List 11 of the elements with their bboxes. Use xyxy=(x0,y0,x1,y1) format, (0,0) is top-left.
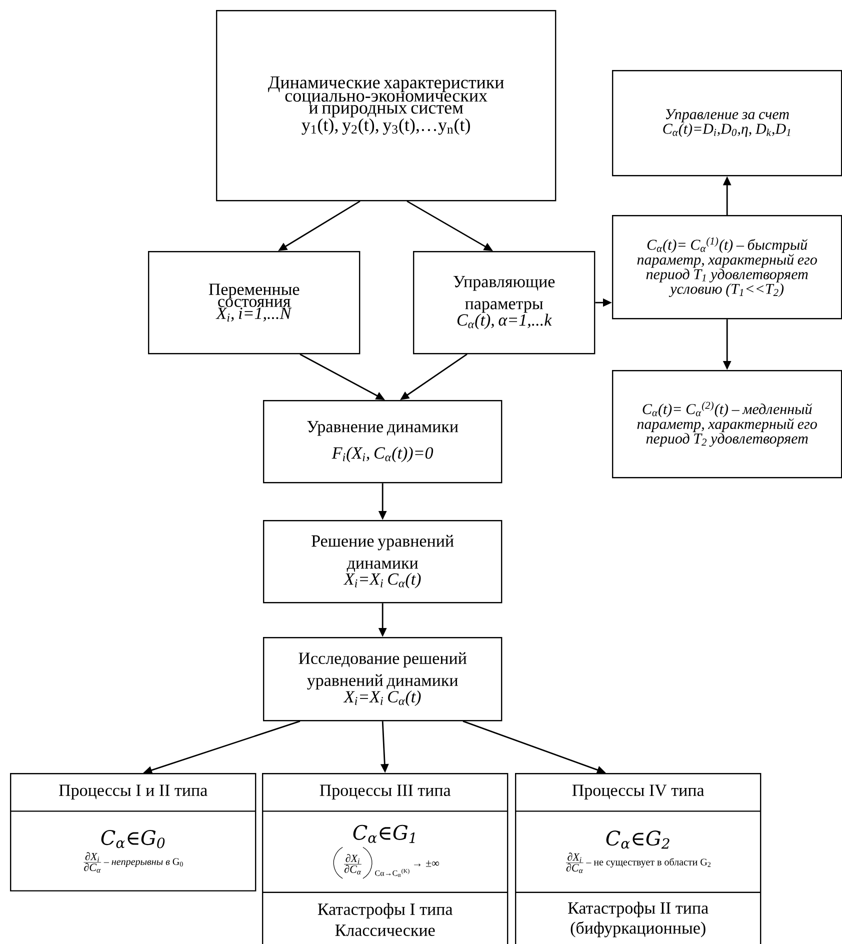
process-box: Процессы I и II типа C$_{α}$∈G$_{0}$ ∂X$_{i}$ ∂C$_{α}$ – непрерывны в G$_{0}$ xyxy=(10,773,256,892)
process-box: Динамические характеристики социально-экономических и природных систем y$_{1}$(t), y$_{2}$(t), y$_{3}$(t),…y$_{n}$(t) xyxy=(216,10,556,202)
process-box: C$_{α}$(t)= C$_{α}$$^{(2)}$(t) – медленный параметр, характерный его период T$_{2}$ удовлетворяет xyxy=(612,370,842,478)
process-box: Процессы IV типа C$_{α}$∈G$_{2}$ ∂X$_{i}$ ∂C$_{α}$ – не существует в области G$_{2}$ Катастрофы II типа (бифуркационные) xyxy=(515,773,762,944)
process-box: Уравнение динамики F$_{i}$(X$_{i}$, C$_{α}$(t))=0 xyxy=(263,400,502,484)
process-box: Управляющие параметры C$_{α}$(t), α=1,...k xyxy=(413,251,596,354)
process-box: C$_{α}$(t)= C$_{α}$$^{(1)}$(t) – быстрый параметр, характерный его период T$_{1}$ удовлетворяет условию (T$_{1}$<<T$_{2}$) xyxy=(612,215,842,320)
process-box: Решение уравнений динамики X$_{i}$=X$_{i}$ C$_{α}$(t) xyxy=(263,520,502,604)
process-box: Исследование решений уравнений динамики X$_{i}$=X$_{i}$ C$_{α}$(t) xyxy=(263,637,502,722)
process-box: Переменные состояния X$_{i}$, i=1,...N xyxy=(148,251,360,354)
process-box: Управление за счет C$_{α}$(t)=D$_{i}$,D$_{0}$,η, D$_{k}$,D$_{1}$ xyxy=(612,70,842,176)
